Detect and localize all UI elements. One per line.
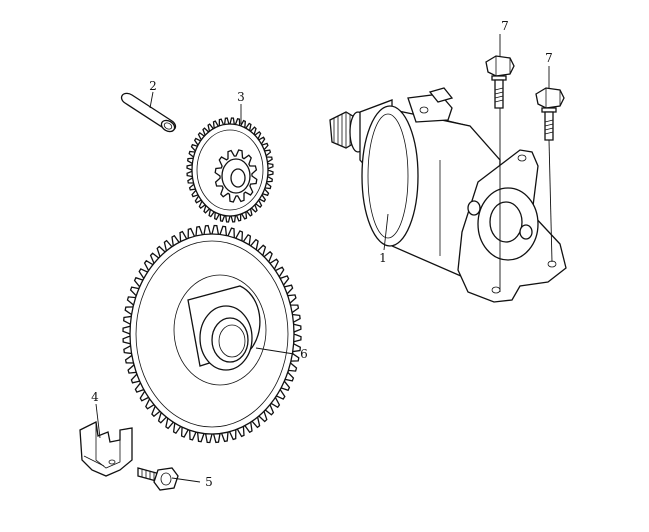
part-3-reduction-gear [186, 117, 274, 223]
callout-labels: 2 3 1 6 4 5 7 7 [91, 19, 553, 489]
leader-lines [95, 34, 553, 483]
callout-2: 2 [149, 79, 157, 93]
callout-6: 6 [300, 347, 308, 361]
callout-4: 4 [91, 390, 99, 404]
leader-5 [171, 477, 201, 483]
leader-4 [95, 403, 101, 439]
part-7-bolt-b [535, 87, 565, 141]
part-5-bolt [137, 467, 179, 491]
callout-1: 1 [379, 251, 387, 265]
part-1-starter-motor [329, 87, 567, 303]
part-7-bolt-a [485, 55, 515, 109]
part-2-pin [120, 92, 177, 133]
callout-5: 5 [205, 475, 213, 489]
callout-7a: 7 [501, 19, 509, 33]
leader-1 [383, 213, 389, 251]
part-6-starter-gear [122, 224, 302, 444]
leader-6 [255, 347, 295, 355]
part-4-bracket [79, 421, 133, 477]
callout-7b: 7 [545, 51, 553, 65]
callout-3: 3 [237, 90, 245, 104]
leader-2 [149, 91, 154, 109]
leader-7b-axis [548, 139, 553, 263]
